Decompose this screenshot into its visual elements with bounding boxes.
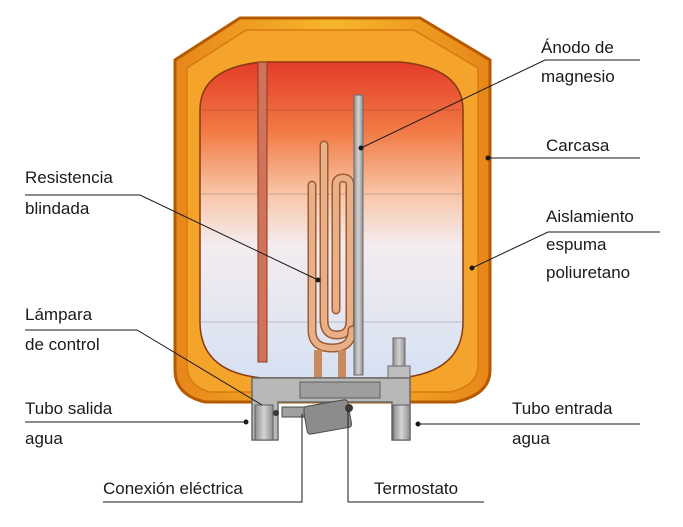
electrical-connector — [281, 406, 305, 418]
inlet-pipe-fitting — [392, 404, 411, 441]
anode-rod — [353, 94, 364, 376]
lamp-fitting — [392, 337, 406, 371]
label-anodo-line2: magnesio — [541, 67, 615, 86]
label-lampara-line2: de control — [25, 335, 100, 354]
label-termostato: Termostato — [374, 479, 458, 498]
outlet-pipe-fitting — [254, 404, 274, 441]
heating-element — [307, 140, 357, 380]
label-resistencia-line2: blindada — [25, 199, 90, 218]
leader-aislamiento — [471, 231, 660, 269]
pointer-dot — [315, 277, 321, 283]
lamp-fitting-base — [387, 365, 411, 379]
label-tubo-salida-line2: agua — [25, 429, 63, 448]
pointer-dot — [358, 145, 364, 151]
label-aislamiento-line1: Aislamiento — [546, 207, 634, 226]
connector-dot — [273, 410, 279, 416]
label-aislamiento-line2: espuma — [546, 235, 607, 254]
thermostat-body — [302, 399, 353, 435]
leader-termostato — [347, 410, 484, 503]
pointer-dot — [243, 419, 249, 425]
label-aislamiento-line3: poliuretano — [546, 263, 630, 282]
leader-anodo — [360, 59, 640, 149]
leader-conexion — [103, 414, 303, 503]
pointer-dot — [485, 155, 491, 161]
outlet-tube — [257, 61, 268, 363]
pointer-dot — [469, 265, 475, 271]
label-anodo-line1: Ánodo de — [541, 38, 614, 57]
leader-resistencia — [25, 194, 319, 281]
label-tubo-entrada-line1: Tubo entrada — [512, 399, 613, 418]
leader-lampara — [25, 329, 263, 406]
label-conexion: Conexión eléctrica — [103, 479, 243, 498]
flange-plate — [299, 381, 381, 399]
thermostat-knob — [345, 404, 353, 412]
label-carcasa: Carcasa — [546, 136, 610, 155]
pointer-dot — [415, 421, 421, 427]
label-lampara-line1: Lámpara — [25, 305, 93, 324]
label-tubo-salida-line1: Tubo salida — [25, 399, 113, 418]
label-resistencia-line1: Resistencia — [25, 168, 113, 187]
label-tubo-entrada-line2: agua — [512, 429, 550, 448]
